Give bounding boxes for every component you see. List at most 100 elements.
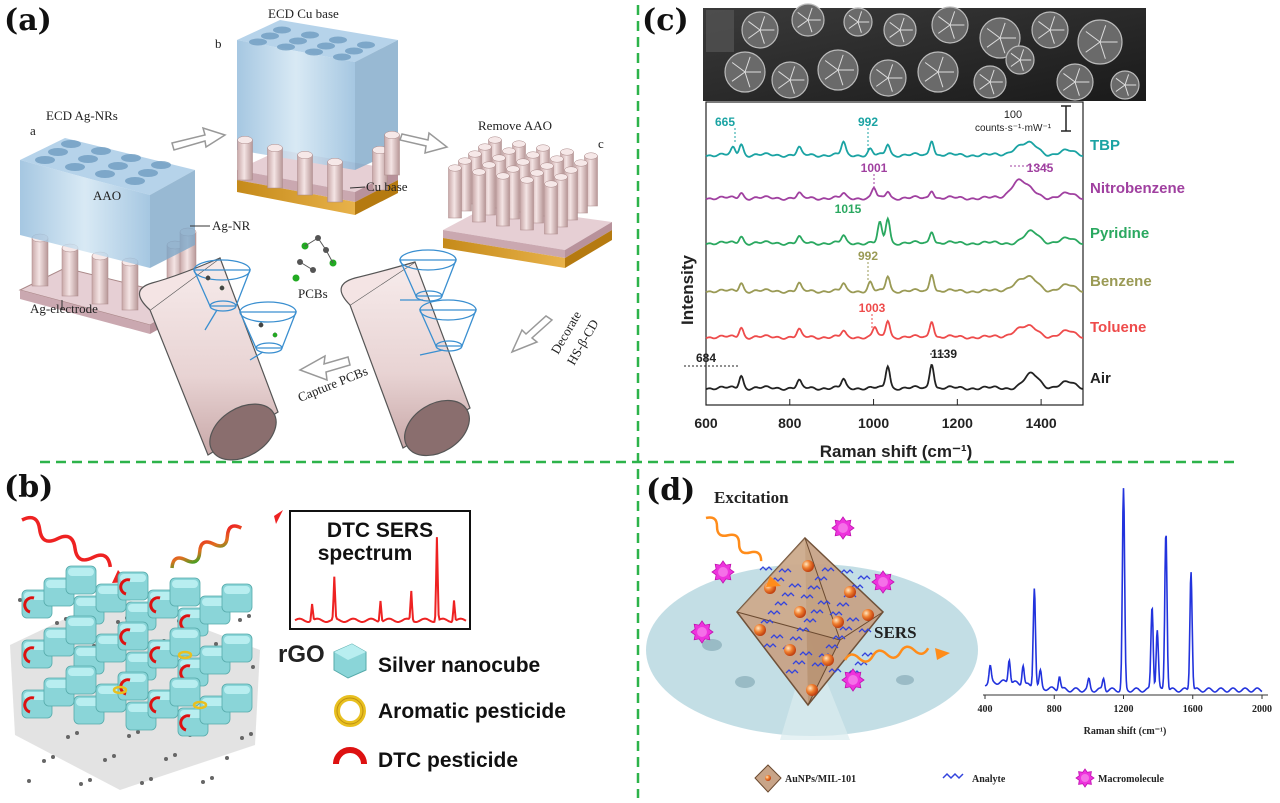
panel-d: (d) Excitation SE xyxy=(646,473,1272,793)
sem-image xyxy=(703,3,1146,101)
series-label-toluene: Toluene xyxy=(1090,319,1146,336)
label-excitation: Excitation xyxy=(714,488,789,507)
legend-aunps-mil101: AuNPs/MIL-101 xyxy=(785,774,856,785)
x-axis-label-d: Raman shift (cm⁻¹) xyxy=(1084,726,1167,737)
macromolecules xyxy=(690,516,895,692)
nanorod-closeup-left xyxy=(138,257,279,461)
peak-label: 992 xyxy=(858,249,878,263)
octahedron-legend-icon xyxy=(754,764,782,793)
label-cu-base: Cu base xyxy=(366,179,408,194)
series-label-benzene: Benzene xyxy=(1090,273,1152,290)
panel-b: (b) rGO DTC SERS spectrum Silver nanocub… xyxy=(4,470,566,790)
series-line-toluene xyxy=(705,319,1083,340)
scattered-wave xyxy=(170,524,243,569)
peak-label: 992 xyxy=(858,115,878,129)
label-ag-electrode: Ag-electrode xyxy=(30,301,98,316)
panel-a-letter: (a) xyxy=(4,3,52,38)
series-label-tbp: TBP xyxy=(1090,137,1120,154)
stage-b-cu-base xyxy=(237,20,400,215)
label-step-b: b xyxy=(215,36,222,51)
arc-icon xyxy=(333,747,367,765)
label-ecd-ag-nrs: ECD Ag-NRs xyxy=(46,108,118,123)
x-tick-label-d: 1200 xyxy=(1114,704,1134,715)
y-axis-label-c: Intensity xyxy=(678,255,697,325)
intensity-scale-bar: 100 counts·s⁻¹·mW⁻¹ xyxy=(975,105,1071,134)
stage-c-nanorod-array xyxy=(443,136,612,268)
panel-d-letter: (d) xyxy=(646,473,695,508)
dtc-spectrum-inset: DTC SERS spectrum xyxy=(289,510,471,630)
label-step-a: a xyxy=(30,123,36,138)
arrow-a-to-b xyxy=(171,126,227,151)
x-tick-label: 600 xyxy=(694,415,718,431)
cyclodextrin-cups xyxy=(192,249,477,361)
peak-label: 1003 xyxy=(859,301,886,315)
peak-label: 1345 xyxy=(1027,161,1054,175)
x-tick-label-d: 800 xyxy=(1047,704,1062,715)
series-label-pyridine: Pyridine xyxy=(1090,225,1149,242)
peak-label: 1139 xyxy=(931,347,957,361)
panel-c: (c) 600 800 1000 1200 1400 TBP NitrobenzenePy… xyxy=(642,3,1185,461)
arrow-capture xyxy=(298,354,351,382)
x-axis-c: 600 800 1000 1200 1400 xyxy=(694,399,1057,431)
legend-macromolecule: Macromolecule xyxy=(1098,774,1164,785)
peak-annotations-c: 665 992 1001 1345 1015 992 1003 684 1139 xyxy=(684,115,1054,367)
plot-frame-c xyxy=(705,101,1084,406)
series-line-air xyxy=(705,363,1083,391)
excitation-wave xyxy=(21,515,113,568)
panel-c-letter: (c) xyxy=(642,3,689,38)
series-line-benzene xyxy=(705,273,1083,294)
peak-label: 1001 xyxy=(861,161,888,175)
legend-aromatic-pesticide: Aromatic pesticide xyxy=(378,700,566,723)
x-tick-label: 1200 xyxy=(942,415,973,431)
label-ag-nr: Ag-NR xyxy=(212,218,251,233)
cube-icon xyxy=(333,643,367,679)
inset-title-line1: DTC SERS xyxy=(327,519,433,542)
label-aao: AAO xyxy=(93,188,121,203)
legend-d: AuNPs/MIL-101 Analyte Macromolecule xyxy=(754,764,1164,793)
analyte-icon xyxy=(942,772,964,780)
peak-label: 1015 xyxy=(835,202,862,216)
dtc-spectrum-line xyxy=(294,537,467,624)
legend-b: Silver nanocube Aromatic pesticide DTC p… xyxy=(333,643,566,772)
x-tick-label-d: 400 xyxy=(978,704,993,715)
series-label-air: Air xyxy=(1090,370,1111,387)
label-rgo: rGO xyxy=(278,641,325,668)
scale-unit: counts·s⁻¹·mW⁻¹ xyxy=(975,123,1052,134)
x-tick-label-d: 1600 xyxy=(1183,704,1203,715)
series-line-nitrobenzene xyxy=(705,178,1083,201)
x-tick-label: 1400 xyxy=(1026,415,1057,431)
x-tick-label: 1000 xyxy=(858,415,889,431)
legend-dtc-pesticide: DTC pesticide xyxy=(378,749,518,772)
excitation-wave-d xyxy=(705,516,763,562)
legend-analyte: Analyte xyxy=(972,774,1006,785)
panel-b-letter: (b) xyxy=(4,470,53,505)
series-line-tbp xyxy=(705,140,1083,158)
x-tick-label: 800 xyxy=(778,415,802,431)
star-icon xyxy=(1075,768,1095,788)
arrow-b-to-c xyxy=(399,131,449,155)
label-ecd-cu-base: ECD Cu base xyxy=(268,6,339,21)
legend-silver-nanocube: Silver nanocube xyxy=(378,654,540,677)
sers-wave xyxy=(843,645,930,663)
ring-icon xyxy=(334,695,366,727)
label-remove-aao: Remove AAO xyxy=(478,118,552,133)
label-step-c: c xyxy=(598,136,604,151)
series-label-nitrobenzene: Nitrobenzene xyxy=(1090,180,1185,197)
nanorod-closeup-right xyxy=(340,261,471,457)
arrow-decorate xyxy=(510,315,554,354)
x-tick-label-d: 2000 xyxy=(1252,704,1272,715)
inset-title-line2: spectrum xyxy=(318,542,413,565)
scale-value: 100 xyxy=(1004,109,1022,121)
d-spectrum-line xyxy=(984,488,1263,693)
peak-label: 684 xyxy=(696,351,716,365)
nanocube-rgo-stack xyxy=(10,565,260,790)
pcb-molecule-icon xyxy=(292,235,337,282)
series-line-pyridine xyxy=(705,216,1083,246)
panel-a: (a) ECD Ag-NRs a AAO Ag-NR Ag-electrode xyxy=(4,3,612,461)
label-pcbs: PCBs xyxy=(298,286,328,301)
spectrum-d: 400 800 1200 1600 2000 Raman shift (cm⁻¹) xyxy=(978,488,1272,737)
peak-label: 665 xyxy=(715,115,735,129)
label-sers: SERS xyxy=(874,623,917,642)
